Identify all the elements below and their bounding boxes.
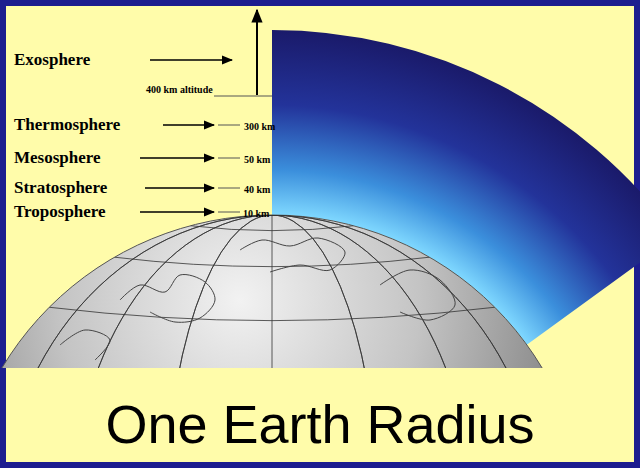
caption-slot: One Earth Radius (0, 395, 640, 454)
altitude-label: 300 km (244, 121, 275, 132)
layer-name: Thermosphere (14, 116, 120, 135)
altitude-arrow (256, 10, 258, 95)
layer-name: Troposphere (14, 203, 106, 222)
layer-name-slot: Mesosphere (14, 149, 101, 168)
earth-globe (0, 215, 587, 368)
altitude-label: 10 km (243, 208, 269, 219)
altitude-label: 40 km (244, 184, 270, 195)
altitude-label-slot: 10 km (243, 203, 269, 221)
layer-name: Exosphere (14, 51, 90, 70)
altitude-label: 50 km (244, 154, 270, 165)
altitude-label-slot: 50 km (244, 149, 270, 167)
layer-name: Stratosphere (14, 179, 107, 198)
layer-name: Mesosphere (14, 149, 101, 168)
altitude-label-slot: 300 km (244, 116, 275, 134)
altitude-label-slot: 400 km altitude (146, 79, 213, 97)
layer-name-slot: Exosphere (14, 51, 90, 70)
altitude-label-slot: 40 km (244, 179, 270, 197)
layer-name-slot: Troposphere (14, 203, 106, 222)
altitude-ticks (214, 96, 272, 212)
layer-name-slot: Stratosphere (14, 179, 107, 198)
layer-name-slot: Thermosphere (14, 116, 120, 135)
caption: One Earth Radius (105, 395, 534, 454)
layer-pointers (140, 60, 232, 212)
altitude-label: 400 km altitude (146, 84, 213, 95)
